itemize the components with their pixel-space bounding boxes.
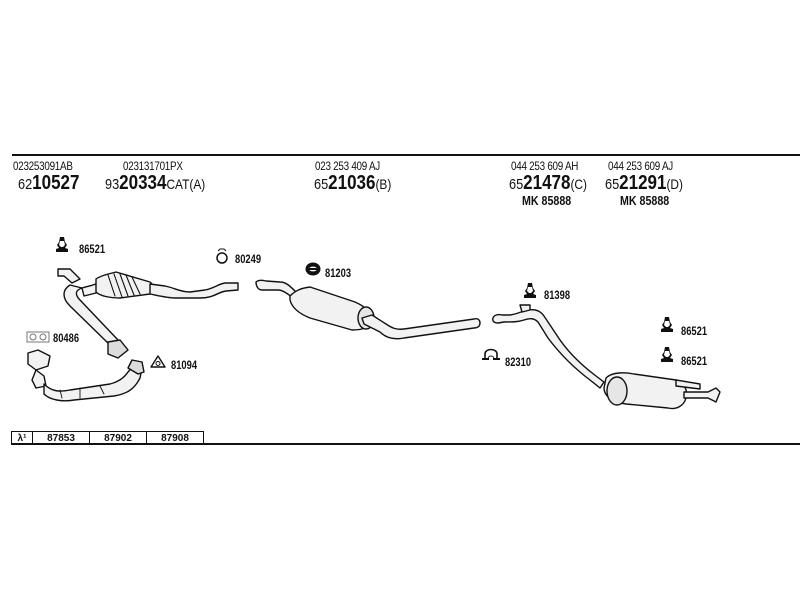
mounting-kit: MK 85888 xyxy=(620,193,670,208)
rubber-mount-icon xyxy=(55,236,69,259)
mounting-kit: MK 85888 xyxy=(522,193,572,208)
accessory-code-81094[interactable]: 81094 xyxy=(171,358,198,372)
accessory-code-80486[interactable]: 80486 xyxy=(53,331,80,345)
part-number: 6521478(C) xyxy=(509,172,587,194)
accessory-code-86521[interactable]: 86521 xyxy=(79,242,106,256)
bottom-rule xyxy=(11,443,800,445)
part-number: 6521036(B) xyxy=(314,172,392,194)
accessory-code-81398[interactable]: 81398 xyxy=(544,288,571,302)
part-number: 6210527 xyxy=(18,172,80,194)
rubber-mount-icon xyxy=(660,316,674,339)
accessory-code-86521[interactable]: 86521 xyxy=(681,324,708,338)
oe-number: 023253091AB xyxy=(13,159,73,173)
rubber-mount-icon xyxy=(660,346,674,369)
oe-number: 023131701PX xyxy=(123,159,183,173)
middle-silencer[interactable] xyxy=(255,279,481,340)
lambda-symbol: λ¹ xyxy=(12,432,33,445)
manifold-downpipe[interactable] xyxy=(27,349,145,402)
accessory-code-82310[interactable]: 82310 xyxy=(505,355,532,369)
oe-number: 023 253 409 AJ xyxy=(315,159,380,173)
front-pipe-catalytic-converter[interactable] xyxy=(57,268,239,359)
oe-number: 044 253 609 AJ xyxy=(608,159,673,173)
manifold-gasket-icon xyxy=(26,330,50,348)
accessory-code-86521[interactable]: 86521 xyxy=(681,354,708,368)
top-rule xyxy=(12,154,800,156)
accessory-code-81203[interactable]: 81203 xyxy=(325,266,352,280)
lambda-cell[interactable]: 87853 xyxy=(33,432,90,445)
part-number: 6521291(D) xyxy=(605,172,683,194)
gasket-ring-icon xyxy=(305,262,321,281)
rear-silencer[interactable] xyxy=(492,304,721,410)
lambda-cell[interactable]: 87902 xyxy=(90,432,147,445)
lambda-cell[interactable]: 87908 xyxy=(161,433,189,444)
flange-gasket-icon xyxy=(150,355,166,374)
rubber-mount-icon xyxy=(523,282,537,305)
part-number: 9320334CAT(A) xyxy=(105,172,206,194)
accessory-code-80249[interactable]: 80249 xyxy=(235,252,262,266)
u-clamp-icon xyxy=(481,345,501,368)
lambda-sensor-table: λ¹ 87853 87902 87908 xyxy=(11,431,204,445)
ring-clamp-icon xyxy=(215,248,229,269)
oe-number: 044 253 609 AH xyxy=(511,159,579,173)
